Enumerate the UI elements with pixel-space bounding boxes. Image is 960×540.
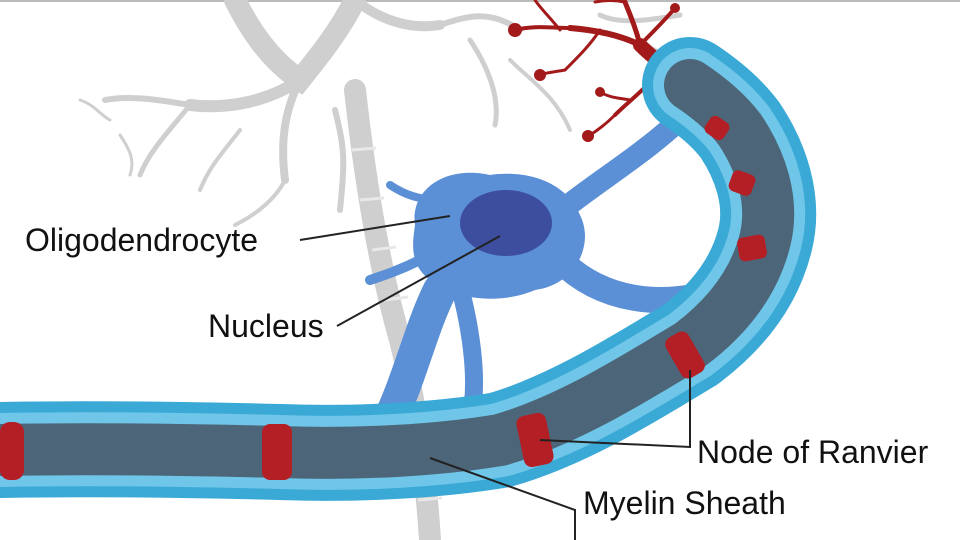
nucleus-label: Nucleus <box>208 308 324 344</box>
leader-lines <box>299 215 691 540</box>
terminal-buttons <box>508 3 680 142</box>
node-of-ranvier-label: Node of Ranvier <box>697 434 929 470</box>
node-7 <box>704 115 730 141</box>
myelin-sheath-leader <box>429 457 576 540</box>
background-axon-segments <box>351 146 443 502</box>
nodes-of-ranvier <box>0 115 767 480</box>
node-5 <box>737 234 767 262</box>
axon-core <box>0 59 795 479</box>
oligodendrocyte-label: Oligodendrocyte <box>25 222 259 258</box>
node-6 <box>728 170 756 196</box>
nucleus-shape <box>460 190 552 256</box>
oligodendrocyte-leader <box>299 215 451 241</box>
node-of-ranvier-leader <box>539 370 691 449</box>
myelin-sheath-label: Myelin Sheath <box>583 485 786 521</box>
node-4 <box>665 331 705 379</box>
node-3 <box>516 412 554 468</box>
nucleus-leader <box>336 235 501 327</box>
node-1 <box>0 422 24 480</box>
node-2 <box>262 424 292 480</box>
